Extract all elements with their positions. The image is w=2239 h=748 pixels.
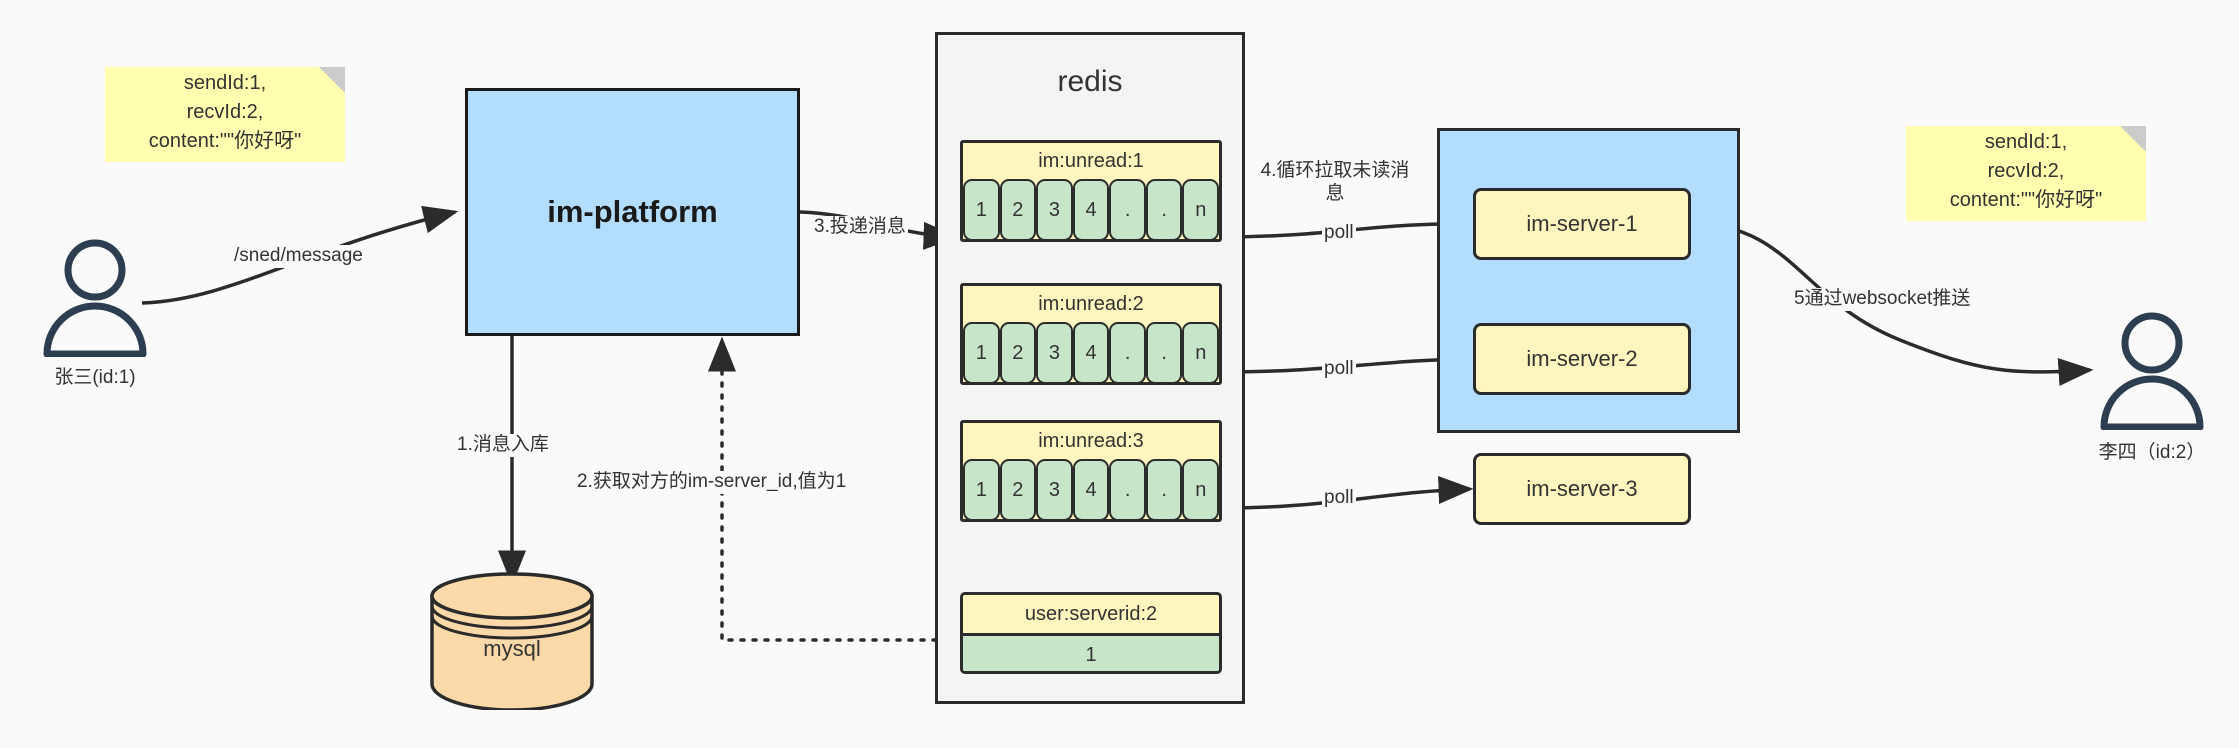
list-cell: 3	[1036, 179, 1073, 239]
actor-receiver	[2092, 310, 2212, 431]
container-redis-title: redis	[1057, 65, 1123, 98]
redis-list-im-unread-2[interactable]: im:unread:2 1 2 3 4 . . n	[960, 283, 1222, 385]
note-line: sendId:1,	[183, 72, 267, 94]
redis-list-cells: 1 2 3 4 . . n	[963, 322, 1219, 382]
list-cell: 4	[1072, 459, 1110, 519]
edge-label-poll-2: poll	[1322, 358, 1356, 381]
actor-sender-label: 张三(id:1)	[54, 367, 136, 388]
list-cell: .	[1109, 459, 1146, 519]
edge-label-poll-1: poll	[1322, 222, 1356, 245]
note-line: recvId:2,	[1987, 160, 2065, 182]
redis-list-key: im:unread:3	[963, 423, 1219, 459]
actor-sender	[35, 237, 155, 358]
message-payload-note-right: sendId:1, recvId:2, content:""你好呀"	[1906, 126, 2146, 221]
database-cylinder-icon	[430, 572, 594, 712]
edge-label-step5: 5通过websocket推送	[1792, 288, 1973, 311]
list-cell: 2	[999, 459, 1037, 519]
note-line: recvId:2,	[186, 101, 264, 123]
list-cell: n	[1182, 179, 1219, 239]
node-im-platform-label: im-platform	[547, 194, 718, 229]
redis-list-cells: 1 2 3 4 . . n	[963, 179, 1219, 239]
note-line: content:""你好呀"	[1949, 189, 2103, 211]
list-cell: .	[1109, 322, 1146, 382]
node-im-server-1-label: im-server-1	[1526, 211, 1638, 236]
note-line: sendId:1,	[1984, 131, 2068, 153]
node-im-platform[interactable]: im-platform	[465, 88, 800, 336]
redis-list-key: im:unread:1	[963, 143, 1219, 179]
note-line: content:""你好呀"	[148, 130, 302, 152]
redis-list-im-unread-1[interactable]: im:unread:1 1 2 3 4 . . n	[960, 140, 1222, 242]
list-cell: 4	[1072, 179, 1110, 239]
user-icon	[43, 239, 147, 358]
node-im-server-2-label: im-server-2	[1526, 346, 1638, 371]
node-im-server-2[interactable]: im-server-2	[1473, 323, 1691, 395]
node-im-server-1[interactable]: im-server-1	[1473, 188, 1691, 260]
list-cell: n	[1182, 459, 1219, 519]
redis-list-key: im:unread:2	[963, 286, 1219, 322]
list-cell: .	[1109, 179, 1146, 239]
list-cell: 1	[963, 459, 1000, 519]
redis-kv-value: 1	[963, 633, 1219, 671]
list-cell: 3	[1036, 322, 1073, 382]
note-fold-icon	[2120, 126, 2146, 152]
node-mysql[interactable]: mysql	[428, 570, 596, 712]
list-cell: 1	[963, 179, 1000, 239]
node-im-server-3-label: im-server-3	[1526, 476, 1638, 501]
list-cell: .	[1145, 459, 1183, 519]
list-cell: 2	[999, 322, 1037, 382]
redis-kv-key: user:serverid:2	[1024, 603, 1158, 625]
redis-list-cells: 1 2 3 4 . . n	[963, 459, 1219, 519]
list-cell: .	[1145, 322, 1183, 382]
edge-label-step4: 4.循环拉取未读消息	[1258, 160, 1412, 206]
list-cell: .	[1145, 179, 1183, 239]
edge-label-step2: 2.获取对方的im-server_id,值为1	[575, 471, 849, 494]
node-im-server-3[interactable]: im-server-3	[1473, 453, 1691, 525]
edge-label-step3: 3.投递消息	[812, 216, 908, 239]
node-mysql-label: mysql	[483, 636, 541, 661]
list-cell: 1	[963, 322, 1000, 382]
edge-label-send-message: /sned/message	[232, 245, 365, 268]
list-cell: 3	[1036, 459, 1073, 519]
list-cell: n	[1182, 322, 1219, 382]
redis-kv-user-serverid[interactable]: user:serverid:2 1	[960, 592, 1222, 674]
list-cell: 4	[1072, 322, 1110, 382]
actor-receiver-label: 李四（id:2）	[2098, 442, 2206, 463]
edge-label-step1: 1.消息入库	[455, 434, 551, 457]
redis-list-im-unread-3[interactable]: im:unread:3 1 2 3 4 . . n	[960, 420, 1222, 522]
user-icon	[2100, 312, 2204, 431]
list-cell: 2	[999, 179, 1037, 239]
message-payload-note-left: sendId:1, recvId:2, content:""你好呀"	[105, 67, 345, 162]
edge-label-poll-3: poll	[1322, 487, 1356, 510]
note-fold-icon	[319, 67, 345, 93]
